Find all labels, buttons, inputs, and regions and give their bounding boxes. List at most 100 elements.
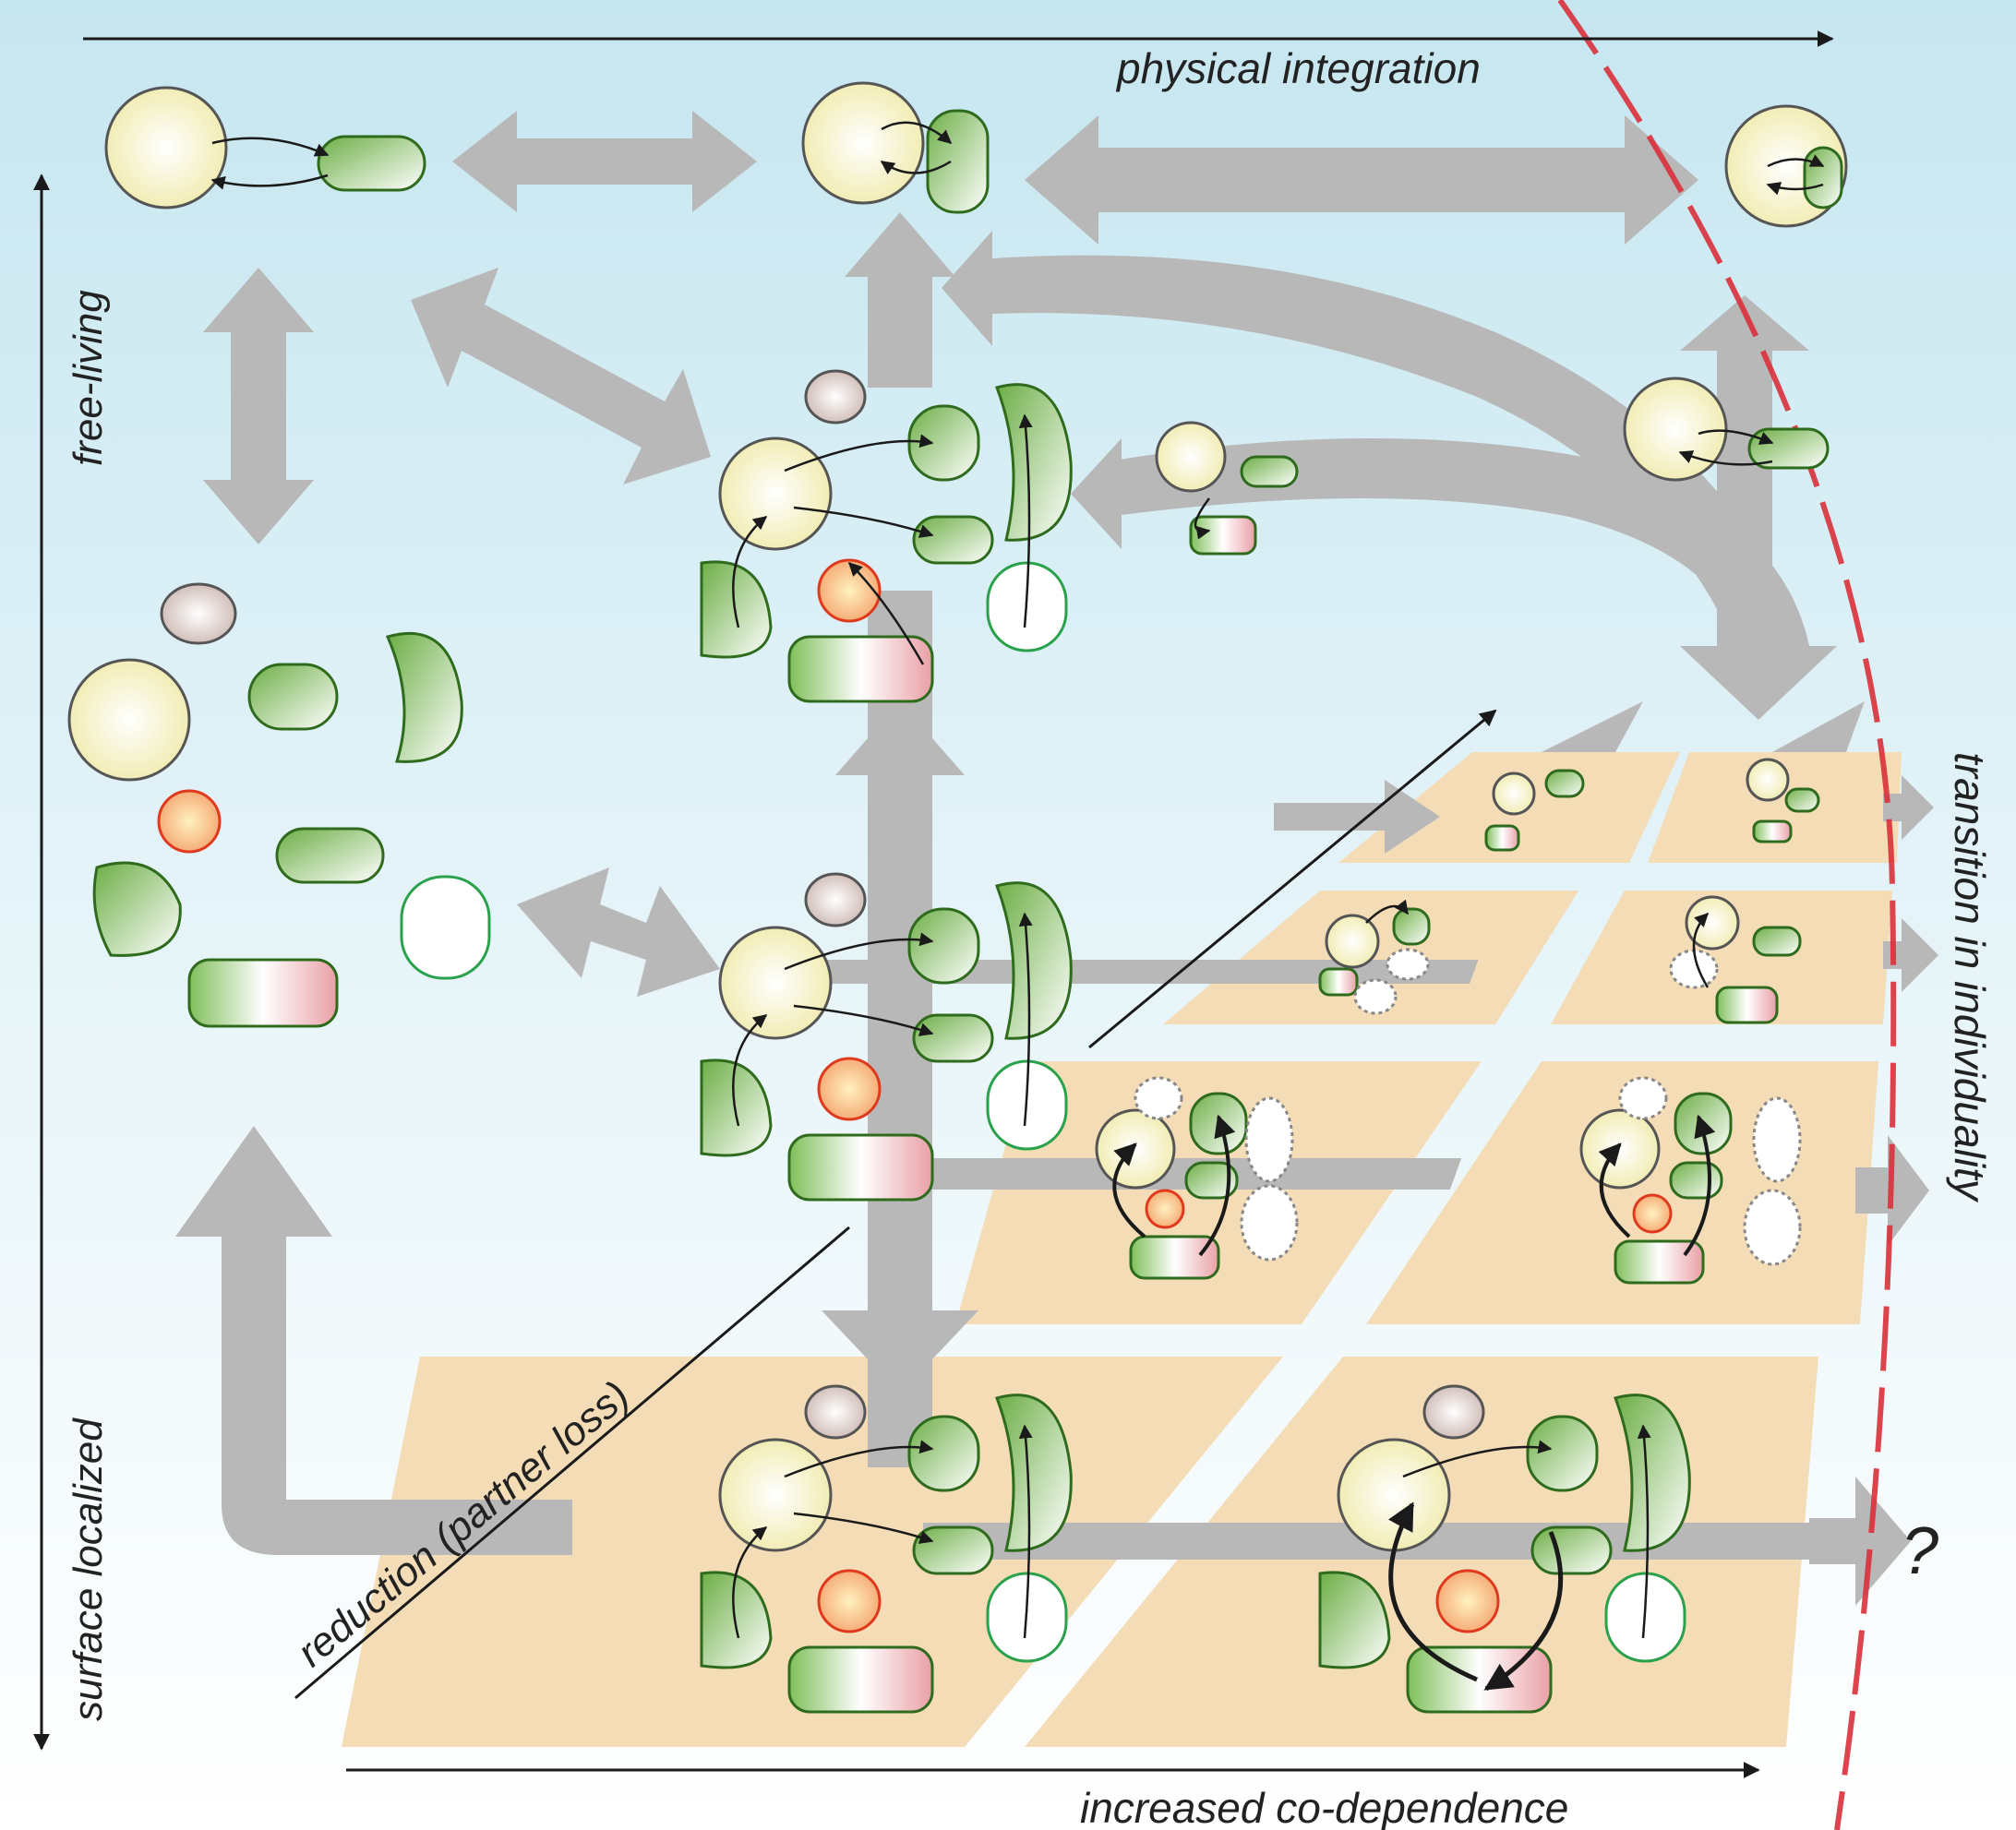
pink-symbiont-icon	[1189, 515, 1257, 556]
brown-cell-icon	[804, 1384, 867, 1440]
pink-symbiont-icon	[787, 635, 934, 703]
double-arrow-icon	[517, 867, 720, 997]
interaction-arrow-icon	[1388, 1501, 1478, 1682]
green-symbiont-icon	[92, 861, 182, 957]
red-cell-icon	[817, 1057, 882, 1121]
lost-partner-outline	[1743, 1189, 1802, 1266]
vertical-arrow-shaft	[1717, 351, 1772, 646]
green-symbiont-icon	[995, 383, 1073, 542]
double-arrow-icon	[411, 268, 711, 484]
mitochondria-like-symbiont-icon	[1544, 769, 1585, 798]
green-symbiont-icon	[1318, 1571, 1391, 1669]
axis-reduction	[294, 1226, 850, 1700]
up-arrow-icon	[175, 1126, 332, 1237]
double-arrow-icon	[845, 212, 955, 388]
pink-symbiont-icon	[187, 958, 339, 1028]
lost-partner-outline	[1386, 948, 1430, 981]
curved-arrow	[1108, 438, 1809, 646]
double-arrow-icon	[1025, 115, 1698, 245]
mitochondria-like-symbiont-icon	[1747, 427, 1830, 470]
red-cell-icon	[157, 789, 222, 854]
mitochondria-like-symbiont-icon	[912, 515, 994, 565]
double-arrow-icon	[203, 268, 314, 544]
interaction-arrow-icon	[793, 1512, 934, 1544]
red-cell-icon	[1632, 1193, 1673, 1234]
interaction-arrow-icon	[732, 1526, 768, 1639]
mitochondria-like-symbiont-icon	[907, 1415, 980, 1492]
plane-connector	[750, 960, 1479, 984]
mitochondria-like-symbiont-icon	[1184, 1161, 1239, 1200]
interaction-arrow-icon	[1598, 1142, 1631, 1238]
host-cell-icon	[1095, 1108, 1176, 1190]
host-cell-icon	[718, 437, 833, 551]
green-symbiont-icon	[995, 1393, 1073, 1552]
community-cluster-middle	[700, 872, 1073, 1202]
tile	[1648, 752, 1902, 863]
down-arrow-icon	[1680, 646, 1837, 720]
brown-cell-icon	[804, 369, 867, 425]
pink-symbiont-icon	[1318, 967, 1359, 997]
interaction-arrow-icon	[1637, 1424, 1651, 1639]
interaction-arrow-icon	[1698, 429, 1774, 445]
interaction-arrow-icon	[732, 1014, 768, 1127]
label-physical-integration: physical integration	[1115, 44, 1481, 92]
right-arrow-icon	[1274, 780, 1440, 854]
label-surface-localized: surface localized	[66, 1417, 111, 1721]
double-arrow-icon	[452, 111, 757, 212]
host-cell-icon	[1746, 758, 1790, 802]
lost-partner-outline	[1244, 1096, 1294, 1183]
interaction-arrow-icon	[880, 160, 952, 174]
host-cell-icon	[1492, 771, 1536, 816]
interaction-arrow-icon	[1198, 1114, 1236, 1257]
mitochondria-like-symbiont-icon	[1674, 1092, 1733, 1155]
right-arrow-icon	[1883, 775, 1934, 840]
interaction-arrow-icon	[784, 434, 934, 472]
up-arrow-icon	[1680, 295, 1809, 351]
interaction-arrow-icon	[1767, 154, 1825, 168]
l-shaped-arrow	[222, 1237, 572, 1555]
interaction-arrow-icon	[1194, 497, 1211, 540]
interaction-arrow-icon	[1365, 899, 1409, 924]
mitochondria-like-symbiont-icon	[247, 663, 339, 731]
lost-partner-outline	[1353, 978, 1398, 1015]
down-arrow-icon	[822, 1310, 978, 1393]
host-cell-icon	[801, 81, 925, 205]
interaction-arrow-icon	[784, 932, 934, 971]
mitochondria-like-symbiont-icon	[317, 135, 426, 192]
interaction-arrow-icon	[1766, 182, 1824, 196]
mitochondria-like-symbiont-icon	[1784, 787, 1820, 813]
mitochondria-like-symbiont-icon	[1752, 926, 1802, 957]
interaction-arrow-icon	[881, 121, 953, 144]
interaction-arrows	[210, 121, 1825, 1692]
mitochondria-like-symbiont-icon	[907, 404, 980, 482]
interaction-arrow-icon	[1402, 1440, 1553, 1478]
up-arrow-icon	[1772, 701, 1865, 752]
interaction-arrow-icon	[1112, 1142, 1146, 1238]
interaction-arrow-icon	[847, 561, 925, 665]
pink-symbiont-icon	[1129, 1235, 1220, 1280]
interaction-arrow-icon	[1018, 413, 1033, 628]
brown-cell-icon	[160, 582, 237, 645]
interaction-arrow-icon	[1018, 912, 1033, 1127]
community-cluster-bottom-right	[1318, 1384, 1691, 1714]
right-arrow-icon	[1883, 918, 1938, 992]
up-arrow-icon	[835, 701, 965, 775]
arrow-head	[1071, 438, 1122, 549]
host-cell-icon	[718, 926, 833, 1040]
host-cell-icon	[718, 1438, 833, 1552]
brown-cell-icon	[804, 872, 867, 927]
interaction-arrow-icon	[784, 1440, 934, 1478]
mitochondria-like-symbiont-icon	[1669, 1161, 1723, 1200]
right-arrow-icon	[1809, 1477, 1911, 1606]
mitochondria-like-symbiont-icon	[926, 109, 990, 214]
host-cell-icon	[67, 658, 191, 782]
interaction-arrow-icon	[732, 516, 768, 628]
green-symbiont-icon	[385, 631, 463, 763]
lost-partner-outline	[1752, 1096, 1802, 1183]
host-cell-icon	[1337, 1438, 1451, 1552]
arrow-head	[942, 231, 992, 346]
red-cell-icon	[817, 558, 882, 623]
green-symbiont-icon	[995, 881, 1073, 1040]
interaction-arrow-icon	[793, 506, 934, 538]
mitochondria-like-symbiont-icon	[1530, 1525, 1613, 1575]
